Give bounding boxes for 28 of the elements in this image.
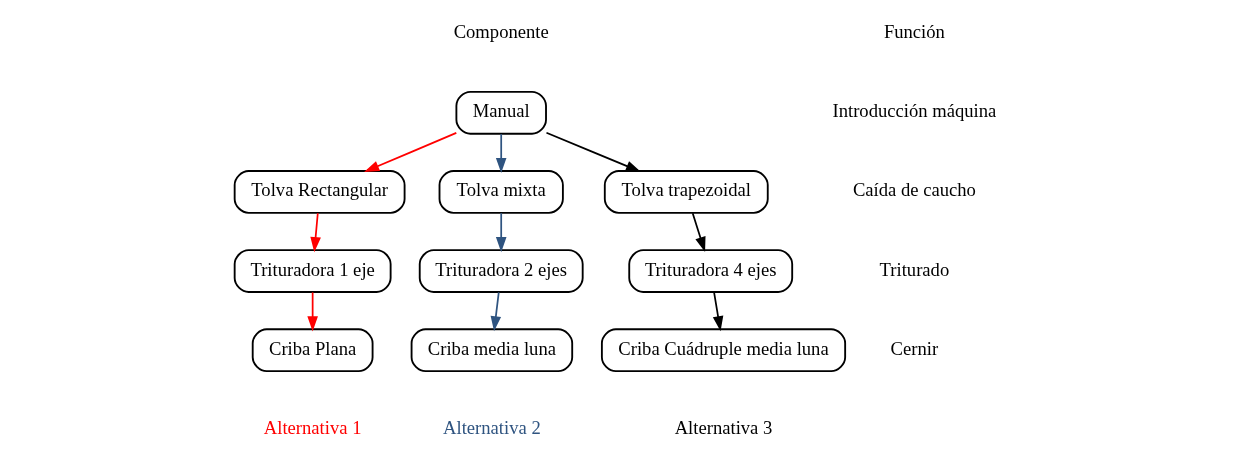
label: Alternativa 2 [443, 416, 541, 438]
node-box: Criba media luna [410, 328, 574, 373]
arrow [495, 212, 507, 253]
label: Caída de caucho [852, 179, 976, 201]
label: Introducción máquina [832, 100, 997, 122]
label: Alternativa 1 [263, 416, 362, 438]
label: Función [883, 21, 945, 43]
node-box: Trituradora 4 ejes [628, 249, 794, 293]
label: Alternativa 3 [674, 416, 773, 438]
arrow [364, 132, 458, 172]
node-box: Trituradora 2 ejes [418, 249, 584, 293]
node-box: Manual [455, 90, 547, 135]
arrow [490, 291, 502, 332]
arrow [495, 133, 507, 174]
arrow [712, 291, 724, 332]
arrow [307, 291, 318, 332]
arrow [545, 131, 641, 172]
node-box: Tolva mixta [438, 170, 564, 214]
node-box: Tolva trapezoidal [603, 170, 769, 214]
arrow [691, 212, 706, 253]
arrow [310, 212, 321, 253]
label: Cernir [890, 337, 939, 359]
node-box: Criba Plana [251, 328, 374, 373]
node-box: Criba Cuádruple media luna [600, 328, 847, 373]
node-box: Trituradora 1 eje [233, 249, 392, 293]
node-box: Tolva Rectangular [233, 170, 406, 214]
label: Triturado [879, 258, 950, 280]
label: Componente [453, 21, 549, 43]
